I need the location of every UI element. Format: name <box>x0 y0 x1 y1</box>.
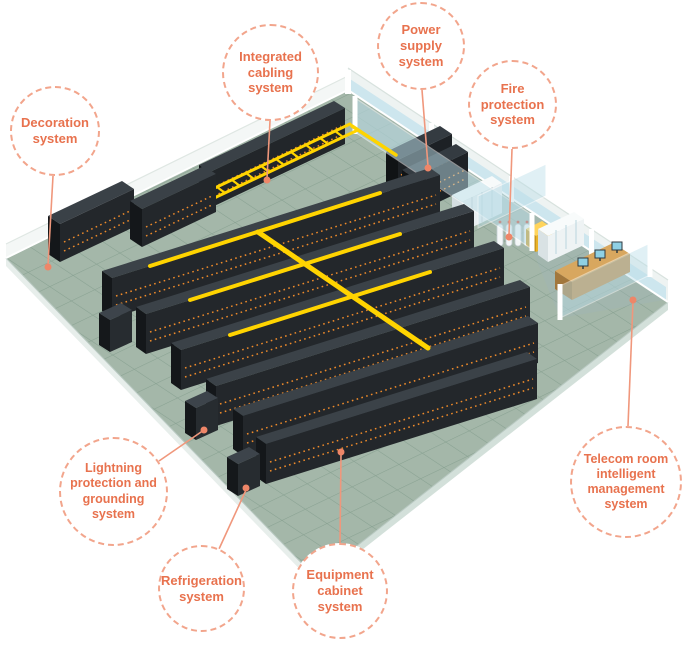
server-rack-row <box>136 204 474 354</box>
connector-line <box>218 489 247 550</box>
callout-label: Refrigeration system <box>161 572 242 604</box>
wall-column <box>589 229 594 255</box>
callout-refrigeration-system: Refrigeration system <box>158 545 245 632</box>
connector-line <box>266 120 271 179</box>
connector-dot <box>44 263 52 271</box>
callout-label: Integrated cabling system <box>239 48 302 96</box>
server-rack-row <box>256 352 537 484</box>
callout-connectors <box>44 89 637 550</box>
callout-label: Fire protection system <box>480 80 545 128</box>
callout-label: Decoration system <box>21 115 89 146</box>
connector-dot <box>505 233 513 241</box>
callout-label: Equipment cabinet system <box>306 567 374 614</box>
connector-line <box>627 301 634 427</box>
crac-unit <box>227 447 260 496</box>
connector-line <box>158 429 205 462</box>
connector-line <box>339 453 342 545</box>
callout-label: Telecom room intelligent management syst… <box>583 451 669 512</box>
callout-fire-protection-system: Fire protection system <box>468 60 557 149</box>
connector-dot <box>424 164 432 172</box>
callout-decoration-system: Decoration system <box>10 86 100 176</box>
callout-integrated-cabling-system: Integrated cabling system <box>222 24 319 121</box>
cable-tray <box>148 191 432 351</box>
connector-dot <box>200 426 208 434</box>
connector-dot <box>263 176 271 184</box>
crac-unit <box>99 303 132 352</box>
callout-label: Power supply system <box>398 22 444 69</box>
connector-dot <box>242 484 250 492</box>
rack-block <box>48 181 134 262</box>
callout-telecom-room-intelligent-management-system: Telecom room intelligent management syst… <box>570 426 682 538</box>
rack-block <box>130 166 216 247</box>
connector-line <box>508 148 513 236</box>
wall-corner-column <box>345 70 351 94</box>
desk <box>555 243 630 282</box>
monitors <box>577 241 623 269</box>
callout-power-supply-system: Power supply system <box>377 2 465 90</box>
wall-column <box>509 176 514 202</box>
crac-unit <box>185 391 218 440</box>
glass-partitions <box>352 96 653 320</box>
telecom-room <box>538 212 630 300</box>
callout-lightning-protection-and-grounding-system: Lightning protection and grounding syste… <box>59 437 168 546</box>
connector-line <box>421 89 429 167</box>
connector-line <box>47 175 54 266</box>
callout-label: Lightning protection and grounding syste… <box>70 461 157 521</box>
connector-dot <box>629 296 637 304</box>
callout-equipment-cabinet-system: Equipment cabinet system <box>292 543 388 639</box>
connector-dot <box>337 448 345 456</box>
server-rack-row <box>171 241 504 390</box>
